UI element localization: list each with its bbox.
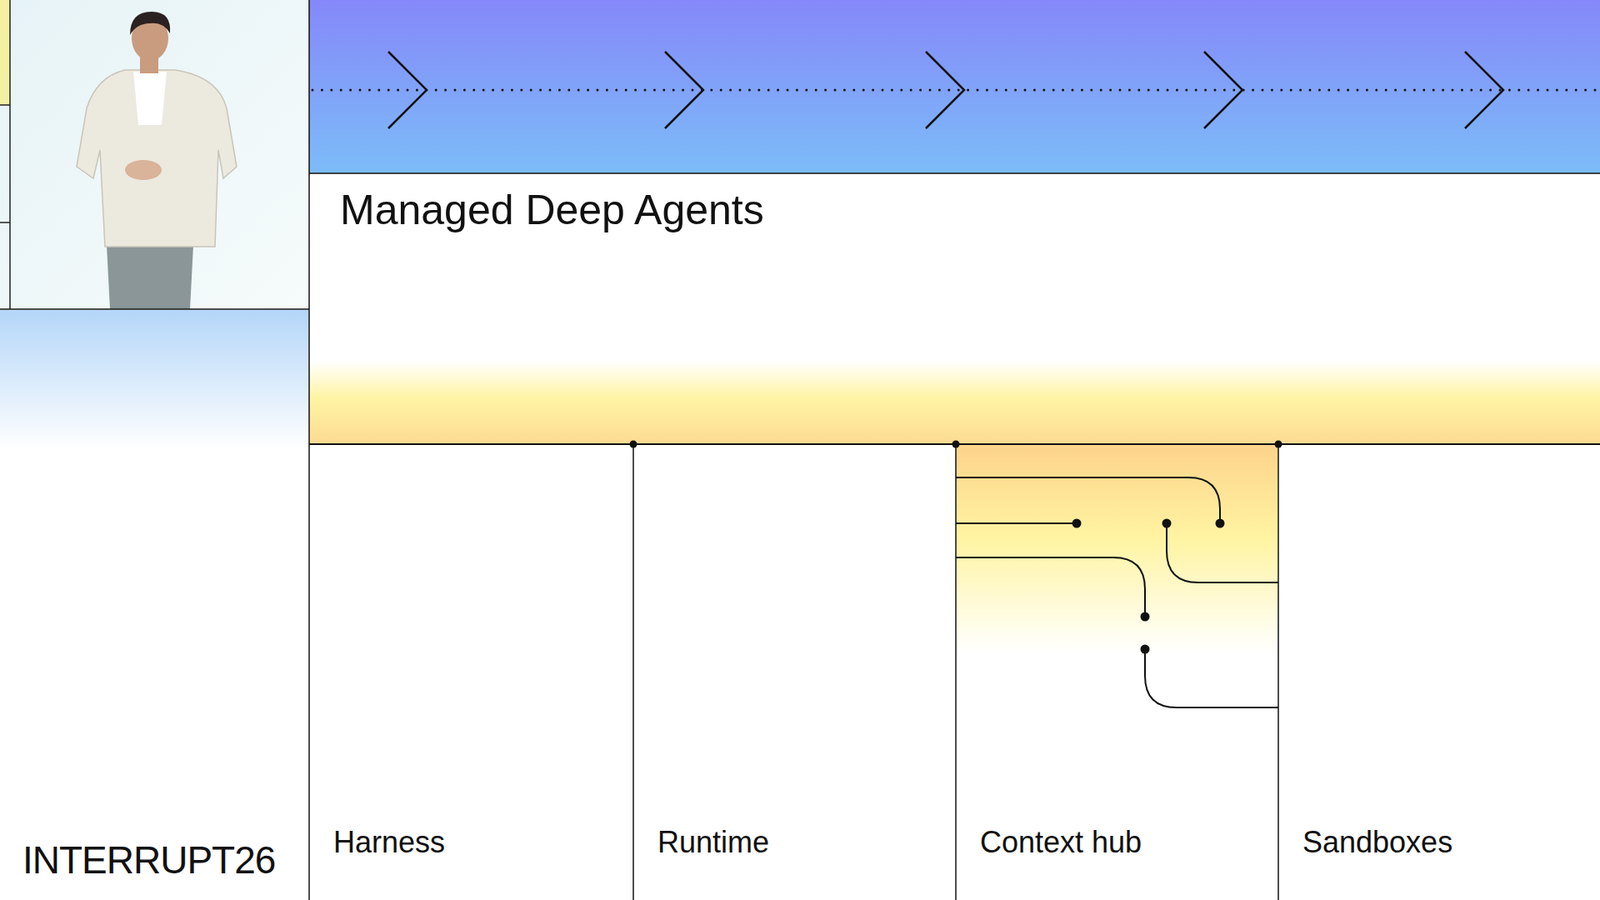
component-column: Runtime xyxy=(633,444,956,900)
wire-dot xyxy=(1140,645,1150,655)
speaker-shirt xyxy=(133,71,167,125)
speaker-figure xyxy=(76,11,237,310)
wire xyxy=(955,557,1145,617)
junction-dot xyxy=(952,440,960,449)
speaker-hands xyxy=(125,160,162,180)
chevron xyxy=(1204,51,1243,129)
panel-line xyxy=(0,104,10,106)
wire-dot xyxy=(1072,519,1082,529)
junction-dot xyxy=(1275,440,1283,449)
panel-sliver xyxy=(0,0,10,105)
yellow-band xyxy=(309,360,1600,445)
wire-dot xyxy=(1140,612,1150,622)
dotted-flow-line xyxy=(312,89,1600,92)
wire xyxy=(955,522,1077,525)
chevron xyxy=(1465,51,1504,129)
panel-line xyxy=(0,221,10,224)
wire xyxy=(955,477,1220,524)
wire-dots xyxy=(1072,519,1225,655)
speaker-pants xyxy=(106,245,194,310)
hub-gradient xyxy=(955,444,1279,654)
column-divider xyxy=(1277,444,1280,900)
component-column: Context hub xyxy=(955,444,1279,900)
band-border xyxy=(309,172,1600,175)
column-label: Runtime xyxy=(657,825,770,860)
chevron xyxy=(388,51,427,129)
panel-divider xyxy=(308,0,310,900)
left-gradient xyxy=(0,310,310,450)
chevron xyxy=(665,51,704,129)
column-label: Sandboxes xyxy=(1302,825,1453,860)
speaker-jacket xyxy=(76,70,237,247)
wire xyxy=(1166,523,1279,583)
hub-wires xyxy=(955,477,1279,708)
top-band xyxy=(309,0,1600,174)
column-divider xyxy=(632,444,635,900)
component-column: Sandboxes xyxy=(1278,444,1600,900)
component-column: Harness xyxy=(309,444,634,900)
panel-line xyxy=(9,0,11,310)
speaker-video xyxy=(0,0,310,310)
wire xyxy=(1145,649,1279,708)
wire-dot xyxy=(1215,519,1225,529)
event-logo: INTERRUPT26 xyxy=(22,839,275,881)
column-label: Context hub xyxy=(980,825,1142,860)
speaker-hair xyxy=(130,11,170,35)
column-label: Harness xyxy=(333,825,445,860)
column-divider xyxy=(955,444,957,900)
slide-title: Managed Deep Agents xyxy=(340,185,765,235)
panel-line xyxy=(0,308,310,310)
junction-dot xyxy=(630,440,638,449)
chevron xyxy=(925,51,965,129)
wire-dot xyxy=(1162,519,1172,529)
chevron-group xyxy=(388,51,1504,129)
